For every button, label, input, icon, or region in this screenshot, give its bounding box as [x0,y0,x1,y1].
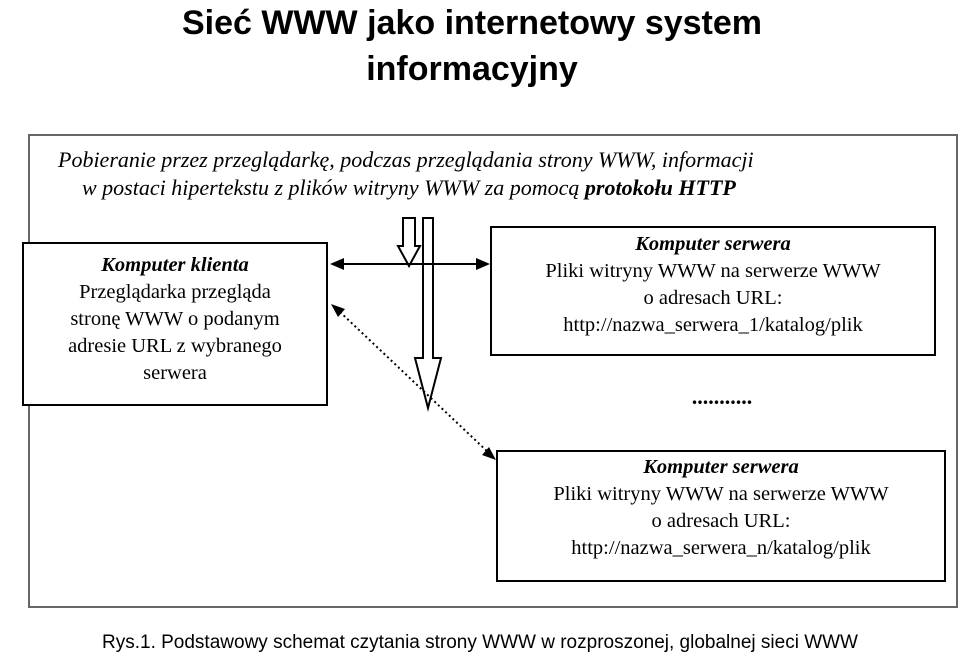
ellipsis: ........... [691,384,753,409]
client-line: stronę WWW o podanym [70,308,280,330]
figure-caption: Rys.1. Podstawowy schemat czytania stron… [102,632,858,653]
server-1-header: Komputer serwera [635,233,791,255]
intro-line-2-plain: w postaci hipertekstu z plików witryny W… [82,175,585,200]
arrowhead-left-icon [331,304,345,317]
arrowhead-left-icon [330,258,344,270]
server-n-header: Komputer serwera [643,456,799,478]
server-1-line: o adresach URL: [643,287,783,309]
arrowhead-right-icon [482,447,496,460]
dotted-connection-line [339,311,491,455]
intro-text: Pobieranie przez przeglądarkę, podczas p… [58,146,938,202]
intro-line-1: Pobieranie przez przeglądarkę, podczas p… [58,147,754,172]
server-1-line: http://nazwa_serwera_1/katalog/plik [563,314,863,336]
client-computer-box: Komputer klienta Przeglądarka przegląda … [22,242,328,406]
arrowhead-right-icon [476,258,490,270]
server-n-line: o adresach URL: [651,510,791,532]
server-1-line: Pliki witryny WWW na serwerze WWW [545,260,881,282]
page-title: Sieć WWW jako internetowy system informa… [0,0,944,92]
client-line: adresie URL z wybranego [68,335,282,357]
server-n-line: http://nazwa_serwera_n/katalog/plik [571,537,871,559]
server-n-box: Komputer serwera Pliki witryny WWW na se… [496,450,946,582]
title-line-2: informacyjny [366,50,578,88]
server-n-line: Pliki witryny WWW na serwerze WWW [553,483,889,505]
client-line: Przeglądarka przegląda [79,281,271,303]
down-arrow-icon [396,217,422,269]
down-arrow-icon [413,217,443,412]
intro-line-2: w postaci hipertekstu z plików witryny W… [58,174,938,202]
server-1-box: Komputer serwera Pliki witryny WWW na se… [490,226,936,356]
title-line-1: Sieć WWW jako internetowy system [181,4,763,42]
intro-protocol: protokołu HTTP [584,175,736,200]
client-line: serwera [143,362,207,384]
client-header: Komputer klienta [101,254,249,276]
